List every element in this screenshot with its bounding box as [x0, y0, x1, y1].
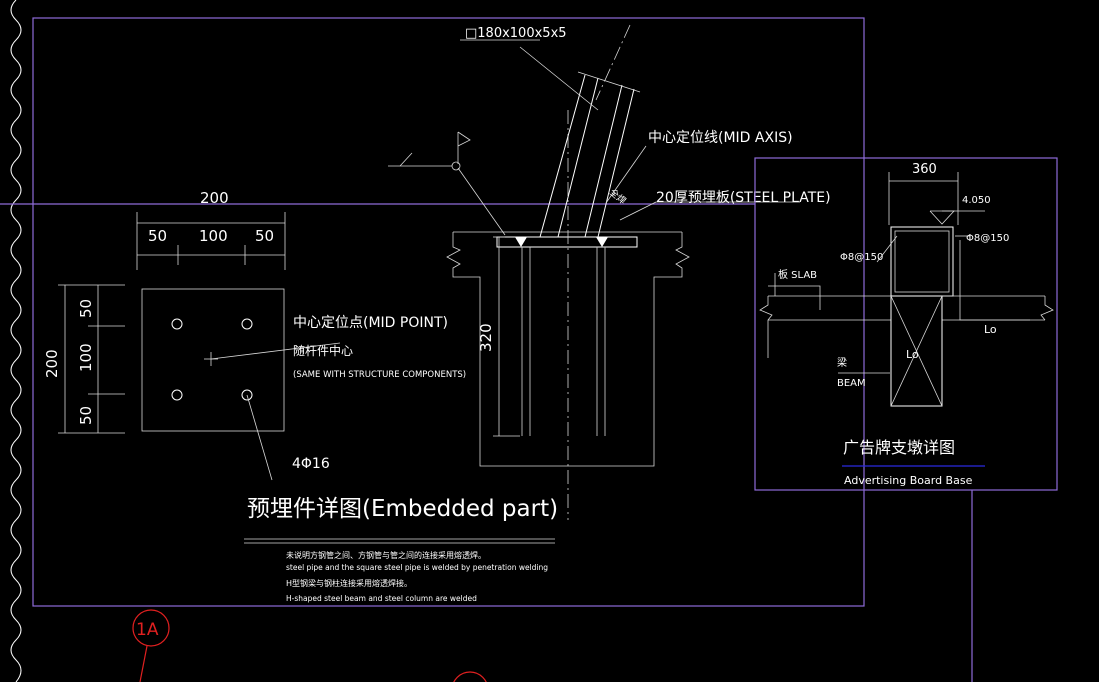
grid-bubble-1a: 1A — [132, 609, 170, 682]
plate-label: 20厚预埋板(STEEL PLATE) — [656, 190, 831, 206]
beam-label-cn: 梁 — [837, 356, 847, 369]
detail-frame — [754, 157, 1058, 491]
rebar-left: Φ8@150 — [840, 252, 883, 263]
embedded-title: 预埋件详图(Embedded part) — [247, 496, 558, 522]
bolt-leader — [246, 394, 273, 481]
slab-label: 板 SLAB — [778, 268, 817, 281]
lo-center-label: Lo — [906, 348, 919, 361]
base-title-cn: 广告牌支墩详图 — [843, 438, 955, 457]
mid-point-leader — [210, 342, 341, 360]
mid-axis-leader — [605, 145, 647, 204]
grid-label-1a: 1A — [136, 620, 159, 640]
base-title-en: Advertising Board Base — [844, 474, 973, 487]
board-base-detail: 360 4.050 Φ8@150 Φ8@150 板 SLAB 梁 BEAM Lo… — [754, 157, 1058, 491]
note-line: 未说明方钢管之间、方钢管与管之间的连接采用熔透焊。 — [286, 550, 486, 560]
dim-overall-top: 200 — [200, 189, 229, 207]
dim-360: 360 — [912, 162, 937, 177]
note-line: steel pipe and the square steel pipe is … — [286, 563, 548, 572]
general-notes: 未说明方钢管之间、方钢管与管之间的连接采用熔透焊。 steel pipe and… — [286, 550, 548, 603]
mid-point-en: (SAME WITH STRUCTURE COMPONENTS) — [293, 370, 466, 380]
steel-plate — [496, 236, 638, 248]
note-line: H-shaped steel beam and steel column are… — [286, 594, 477, 603]
bolt-hole — [171, 389, 183, 401]
rebar-right: Φ8@150 — [966, 233, 1009, 244]
beam-label-en: BEAM — [837, 378, 866, 389]
note-line: H型钢梁与钢柱连接采用熔透焊接。 — [286, 578, 412, 588]
plate-leader — [619, 201, 657, 221]
elevation-label: 4.050 — [962, 195, 991, 206]
dim-top-2: 100 — [199, 227, 228, 245]
main-frame — [32, 17, 865, 607]
dim-top-3: 50 — [255, 227, 274, 245]
grid-bubble-1b: 1B — [453, 671, 487, 682]
depth-label: 320 — [477, 323, 495, 352]
dim-overall-left: 200 — [43, 349, 61, 378]
dim-left-1: 50 — [77, 299, 95, 318]
bolt-hole — [171, 318, 183, 330]
embedded-plate — [141, 288, 285, 432]
mid-point-label: 中心定位点(MID POINT) — [293, 315, 448, 331]
embedded-plate-plan: 200 50 100 50 200 50 100 50 中心定位点(MID PO… — [43, 189, 558, 544]
beam — [890, 295, 943, 407]
left-break-edge — [10, 0, 22, 682]
mid-axis-label: 中心定位线(MID AXIS) — [648, 130, 793, 146]
bolt-hole — [241, 318, 253, 330]
dim-left-2: 100 — [77, 343, 95, 372]
lo-right-label: Lo — [984, 323, 997, 336]
dim-top-1: 50 — [148, 227, 167, 245]
dim-left-3: 50 — [77, 406, 95, 425]
bolt-hole — [241, 389, 253, 401]
mid-point-cn: 随杆件中心 — [293, 343, 353, 358]
pipe-label: □180x100x5x5 — [465, 26, 567, 41]
bolt-label: 4Φ16 — [292, 456, 330, 472]
